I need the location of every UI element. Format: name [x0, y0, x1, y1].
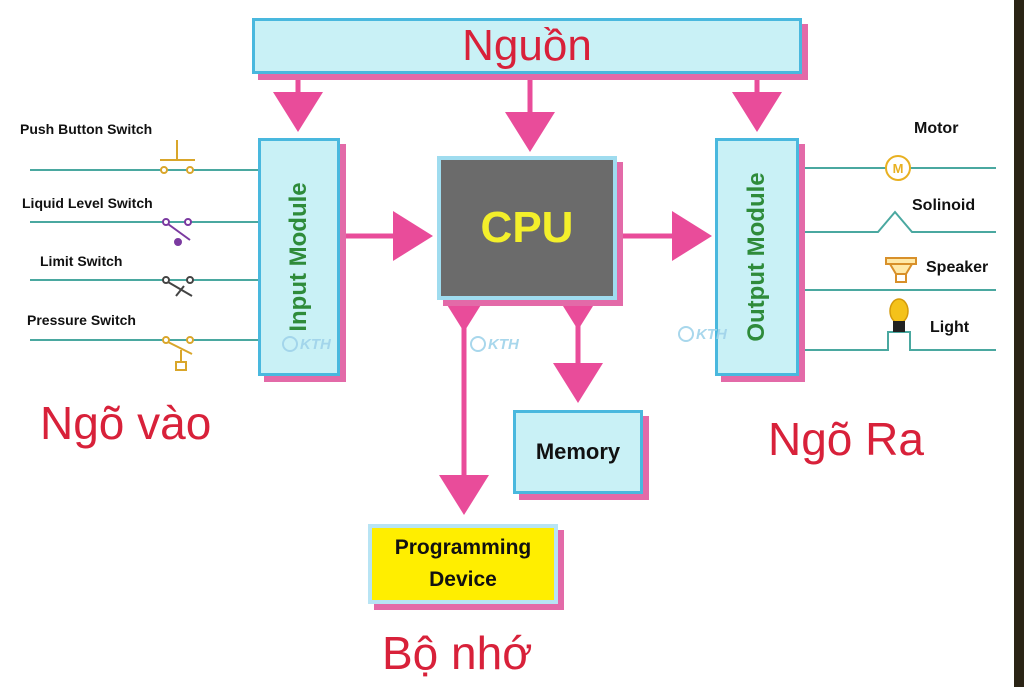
- memory-box: Memory: [513, 410, 643, 494]
- memory-label: Memory: [535, 439, 621, 464]
- programming-label-line1: Programming: [394, 536, 532, 559]
- image-edge-strip: [1014, 0, 1024, 687]
- watermark-logo: KTH: [470, 336, 519, 353]
- liquid-level-switch-icon: [162, 218, 192, 246]
- cpu-box: CPU: [437, 156, 617, 300]
- input-label-limit: Limit Switch: [40, 253, 123, 269]
- caption-outputs: Ngõ Ra: [768, 413, 924, 465]
- output-label-light: Light: [930, 319, 970, 336]
- programming-label-line2: Device: [429, 568, 497, 591]
- input-label-pressure: Pressure Switch: [27, 312, 136, 328]
- input-module-label: Input Module: [285, 182, 312, 332]
- pressure-switch-icon: [162, 336, 194, 371]
- output-label-solinoid: Solinoid: [912, 197, 976, 214]
- motor-circle-icon: M: [885, 155, 911, 181]
- caption-inputs: Ngõ vào: [40, 397, 212, 449]
- limit-switch-icon: [162, 276, 194, 297]
- push-button-switch-icon: [160, 140, 195, 174]
- input-label-liquid-level: Liquid Level Switch: [22, 195, 153, 211]
- watermark-logo: KTH: [678, 326, 727, 343]
- power-supply-bar: Nguồn: [252, 18, 802, 74]
- speaker-icon: [885, 257, 917, 283]
- programming-device-box: Programming Device: [368, 524, 558, 604]
- output-label-motor: Motor: [914, 120, 959, 137]
- power-title: Nguồn: [462, 21, 592, 70]
- output-module-box: Output Module: [715, 138, 799, 376]
- input-wires: [30, 169, 260, 341]
- input-module-box: Input Module: [258, 138, 340, 376]
- caption-memory: Bộ nhớ: [382, 627, 533, 679]
- output-module-label: Output Module: [743, 172, 770, 342]
- watermark-logo: KTH: [282, 336, 331, 353]
- input-label-push-button: Push Button Switch: [20, 121, 153, 137]
- lamp-icon: [889, 298, 909, 332]
- flow-arrows: [344, 211, 712, 515]
- output-label-speaker: Speaker: [926, 259, 989, 276]
- cpu-label: CPU: [480, 203, 574, 252]
- svg-text:M: M: [893, 161, 904, 176]
- power-arrows: [273, 80, 782, 152]
